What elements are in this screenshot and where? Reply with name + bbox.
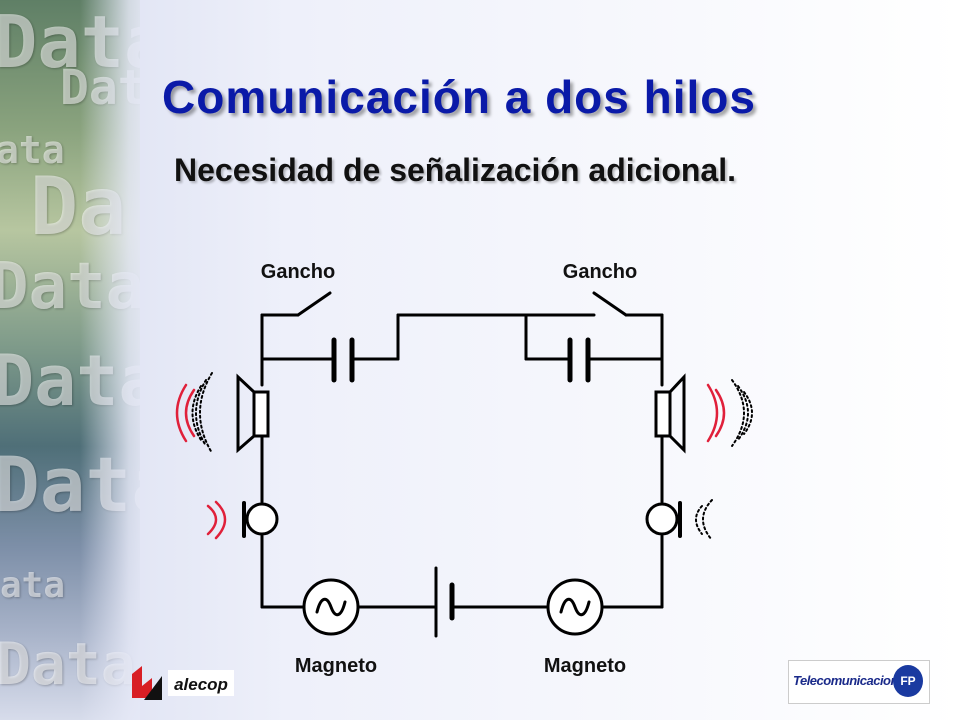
label-hook-right: Gancho — [563, 261, 637, 283]
sidebar-fade — [80, 0, 140, 720]
alecop-logo: alecop — [128, 660, 238, 709]
speaker-right-icon — [654, 373, 686, 454]
watermark-word: ata — [0, 565, 66, 606]
label-magneto-left: Magneto — [295, 655, 377, 677]
hook-switch-right — [592, 291, 664, 317]
battery-icon — [434, 566, 455, 638]
magneto-left-icon — [302, 578, 360, 636]
globe-icon: FP — [893, 665, 923, 697]
sound-waves-right-speaker — [706, 379, 753, 447]
speaker-left-icon — [236, 373, 270, 454]
watermark-word: ata — [0, 128, 65, 172]
capacitor-right — [524, 313, 664, 383]
slide-title: Comunicación a dos hilos — [162, 71, 756, 123]
telecomunicaciones-logo: Telecomunicaciones FP — [788, 660, 930, 704]
slide-subtitle: Necesidad de señalización adicional. — [174, 152, 736, 188]
microphone-left-icon — [242, 501, 279, 538]
speech-waves-left-mic — [206, 500, 227, 540]
speech-waves-right-mic — [695, 499, 713, 541]
label-hook-left: Gancho — [261, 261, 335, 283]
alecop-logo-text: alecop — [174, 675, 228, 694]
telecomunicaciones-logo-text: Telecomunicaciones — [793, 673, 912, 688]
sidebar-decoration: Data Data ata Da Data Data Data ata Data — [0, 0, 140, 720]
capacitor-left — [260, 313, 400, 383]
hook-switch-left — [260, 291, 332, 317]
label-magneto-right: Magneto — [544, 655, 626, 677]
microphone-right-icon — [645, 501, 682, 538]
sound-waves-left-speaker — [175, 372, 213, 454]
magneto-right-icon — [546, 578, 604, 636]
